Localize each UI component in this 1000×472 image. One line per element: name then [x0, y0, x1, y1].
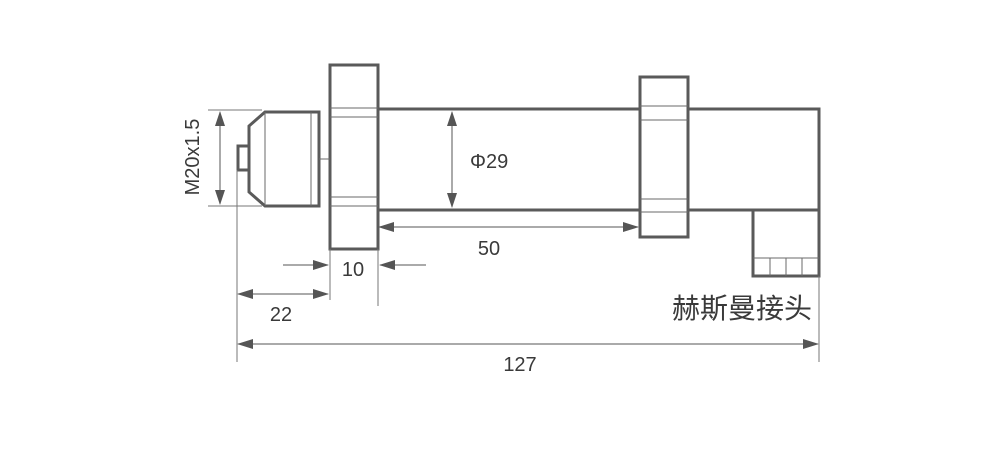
arrowhead	[447, 111, 457, 126]
thread-length-dimension: 22	[236, 170, 329, 362]
arrowhead	[803, 339, 819, 349]
arrowhead	[378, 222, 394, 232]
arrowhead	[313, 289, 329, 299]
arrowhead	[379, 260, 395, 270]
flange-width-label: 10	[342, 259, 364, 281]
connector-label: 赫斯曼接头	[672, 292, 812, 325]
diameter-dimension: Φ29	[447, 111, 508, 208]
flange	[328, 63, 380, 251]
arrowhead	[215, 190, 225, 205]
arrowhead	[313, 260, 329, 270]
overall-length-label: 127	[503, 354, 536, 376]
port-nipple	[236, 144, 251, 172]
arrowhead	[237, 339, 253, 349]
flange-width-dimension: 10	[283, 249, 426, 306]
overall-length-dimension: 127	[237, 276, 820, 376]
arrowhead	[215, 111, 225, 126]
diameter-label: Φ29	[470, 151, 508, 173]
body-length-label: 50	[478, 238, 500, 260]
body-hex-nut	[638, 75, 690, 239]
arrowhead	[237, 289, 253, 299]
arrowhead	[623, 222, 639, 232]
threaded-port	[247, 110, 321, 208]
arrowhead	[447, 193, 457, 208]
body-length-dimension: 50	[378, 222, 639, 260]
thread-size-label: M20x1.5	[182, 119, 204, 196]
thread-length-label: 22	[270, 304, 292, 326]
thread-dimension: M20x1.5	[182, 109, 262, 207]
sensor-body	[376, 107, 821, 212]
